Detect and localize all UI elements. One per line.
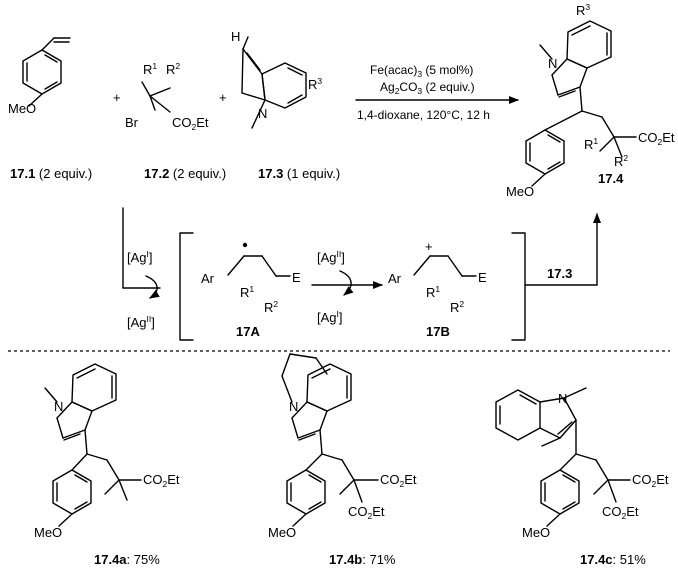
condition-oxidant: Ag2CO3 (2 equiv.) xyxy=(380,80,475,96)
int-17b-plus: + xyxy=(425,239,433,254)
product-17-4-ester: CO2Et xyxy=(638,130,675,147)
mechanism-ag-i-bottom: [AgI] xyxy=(317,309,343,325)
reactant-17-3-h: H xyxy=(231,29,240,44)
example-17-4c-ester-2: CO2Et xyxy=(602,504,639,521)
condition-solvent: 1,4-dioxane, 120°C, 12 h xyxy=(357,108,490,122)
reactant-17-2-structure xyxy=(141,81,171,113)
product-17-4-label: 17.4 xyxy=(598,171,624,186)
int-17b-ar: Ar xyxy=(388,271,402,286)
int-17a-e: E xyxy=(292,270,301,285)
reactant-17-3-structure xyxy=(241,36,307,129)
reactant-17-2-r1: R1 xyxy=(143,61,157,77)
example-17-4a-meo: MeO xyxy=(34,525,62,540)
example-17-4a-structure xyxy=(44,363,142,527)
example-17-4b-ester-1: CO2Et xyxy=(380,472,417,489)
product-17-4-r2: R2 xyxy=(614,153,628,169)
example-17-4c-structure xyxy=(495,387,631,527)
reactant-17-1-meo: MeO xyxy=(8,101,36,116)
example-17-4a-caption: 17.4a: 75% xyxy=(94,552,160,567)
product-17-4-r1: R1 xyxy=(584,136,598,152)
int-17a-r1: R1 xyxy=(240,284,254,300)
example-17-4c-caption: 17.4c: 51% xyxy=(580,552,646,567)
int-17a-ar: Ar xyxy=(201,271,215,286)
int-17a-label: 17A xyxy=(236,324,260,339)
example-17-4c-ester-1: CO2Et xyxy=(632,472,669,489)
example-17-4b-meo: MeO xyxy=(268,525,296,540)
product-17-4-structure xyxy=(525,20,637,187)
reactant-17-2-ester: CO2Et xyxy=(172,115,209,132)
example-17-4b-ester-2: CO2Et xyxy=(348,504,385,521)
int-17b-label: 17B xyxy=(426,324,450,339)
mechanism-ag-i-top: [AgI] xyxy=(127,249,153,265)
int-17a-r2: R2 xyxy=(264,299,278,315)
int-17b-r2: R2 xyxy=(450,299,464,315)
reactant-17-2-r2: R2 xyxy=(166,61,180,77)
example-17-4a-ester: CO2Et xyxy=(143,472,180,489)
reactant-17-1-label: 17.1 (2 equiv.) xyxy=(10,166,92,181)
plus-sign-1: + xyxy=(113,90,121,105)
example-17-4b-caption: 17.4b: 71% xyxy=(329,552,396,567)
reactant-17-1-structure xyxy=(22,37,71,107)
plus-sign-2: + xyxy=(219,90,227,105)
reactant-17-3-n: N xyxy=(258,106,267,121)
product-17-4-meo: MeO xyxy=(506,184,534,199)
int-17b-r1: R1 xyxy=(426,284,440,300)
product-17-4-n: N xyxy=(548,56,557,71)
example-17-4c-meo: MeO xyxy=(522,525,550,540)
example-17-4c-n: N xyxy=(558,391,567,406)
reactant-17-3-label: 17.3 (1 equiv.) xyxy=(258,166,340,181)
mechanism-ag-ii-top: [AgII] xyxy=(317,249,345,265)
reactant-17-3-r3: R3 xyxy=(308,76,322,92)
mechanism-arrow-label: 17.3 xyxy=(547,266,572,281)
reactant-17-2-label: 17.2 (2 equiv.) xyxy=(144,166,226,181)
example-17-4a-n: N xyxy=(54,399,63,414)
mechanism-scheme xyxy=(122,207,601,341)
product-17-4-r3: R3 xyxy=(576,2,590,18)
mechanism-ag-ii-bottom: [AgII] xyxy=(127,314,155,330)
int-17b-e: E xyxy=(478,270,487,285)
example-17-4b-structure xyxy=(281,353,379,527)
condition-catalyst: Fe(acac)3 (5 mol%) xyxy=(370,63,473,79)
reactant-17-2-br: Br xyxy=(125,115,139,130)
example-17-4b-n: N xyxy=(289,399,298,414)
